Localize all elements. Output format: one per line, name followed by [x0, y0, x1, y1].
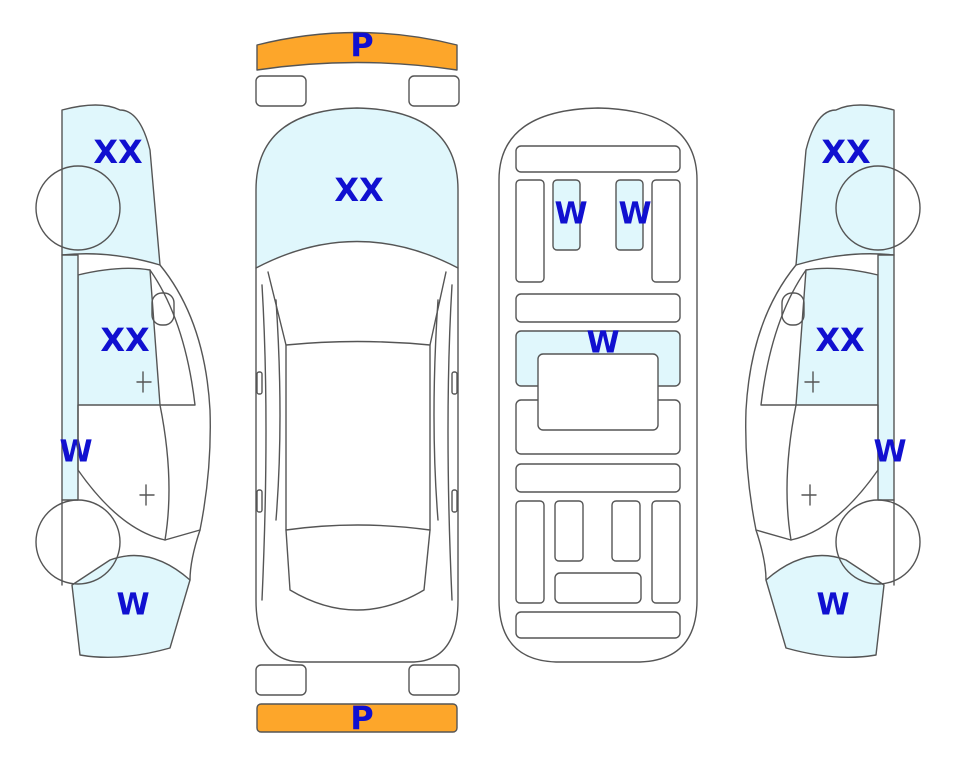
left-front-door-label: XX [100, 321, 150, 359]
right-rear-handle [451, 489, 458, 513]
trunk-top-bar [515, 145, 681, 173]
rear-right-pad [408, 664, 460, 696]
trunk-bottom-inner-right [611, 500, 641, 562]
top-view: P XX P [255, 26, 460, 737]
left-front-handle [136, 371, 152, 393]
trunk-right-lamp-shape[interactable] [615, 179, 644, 251]
trunk-bottom-small-bar [554, 572, 642, 604]
right-rear-window [786, 404, 797, 541]
left-front-door-shape[interactable] [77, 267, 161, 406]
left-door-line [275, 299, 281, 521]
trunk-center-label: W [586, 326, 619, 361]
left-rear-wheel [35, 499, 121, 585]
left-mirror [256, 371, 263, 395]
right-front-door-label: XX [815, 321, 865, 359]
right-rear-quarter-label: W [816, 588, 849, 623]
rear-left-pad [255, 664, 307, 696]
trunk-outline [498, 107, 698, 663]
front-left-pad [255, 75, 307, 107]
trunk-center-box [537, 353, 659, 431]
right-body-outline [745, 264, 797, 581]
right-rear-handle [801, 484, 817, 506]
right-rear-quarter-shape[interactable] [765, 554, 885, 659]
front-right-pad [408, 75, 460, 107]
right-front-fender-label: XX [821, 133, 871, 171]
right-side-view: XX XX W W [745, 104, 921, 659]
trunk-left-lamp-label: W [554, 197, 587, 232]
right-rear-wheel [835, 499, 921, 585]
left-door-bottom [77, 404, 201, 541]
left-window-line [149, 269, 196, 406]
right-door-bottom [755, 404, 879, 541]
front-bumper-label: P [350, 26, 373, 64]
left-front-wheel [35, 165, 121, 251]
left-front-fender-shape[interactable] [61, 104, 161, 266]
right-side-line [447, 284, 453, 601]
trunk-bottom-right-col [651, 500, 681, 604]
rear-window [285, 529, 431, 611]
rear-bumper-label: P [350, 699, 373, 737]
trunk-view: W W W [498, 107, 698, 663]
trunk-right-lamp-label: W [618, 197, 651, 232]
right-front-door-shape[interactable] [795, 267, 879, 406]
right-front-wheel [835, 165, 921, 251]
left-rear-handle [139, 484, 155, 506]
left-side-mirror [151, 292, 175, 326]
left-side-view: XX XX W W [35, 104, 211, 659]
right-mirror [451, 371, 458, 395]
left-body-outline [159, 264, 211, 581]
left-rear-quarter-label: W [116, 588, 149, 623]
right-front-handle [804, 371, 820, 393]
front-bumper-shape[interactable] [256, 31, 458, 71]
rear-bumper-shape[interactable] [256, 703, 458, 733]
trunk-left-column [515, 179, 545, 283]
trunk-mid-bar [515, 293, 681, 323]
trunk-bottom-left-col [515, 500, 545, 604]
top-body-outline [255, 267, 459, 663]
right-door-line [433, 299, 439, 521]
hood-label: XX [334, 171, 384, 209]
right-side-mirror [781, 292, 805, 326]
windshield [267, 271, 447, 346]
trunk-bottom-bar [515, 611, 681, 639]
roof [285, 344, 431, 531]
trunk-left-lamp-shape[interactable] [552, 179, 581, 251]
trunk-bar-3 [515, 463, 681, 493]
left-front-fender-label: XX [93, 133, 143, 171]
right-rear-door-label: W [873, 435, 906, 470]
trunk-right-column [651, 179, 681, 283]
left-rear-handle [256, 489, 263, 513]
right-window-line [760, 269, 807, 406]
hood-shape[interactable] [255, 107, 459, 269]
right-front-fender-shape[interactable] [795, 104, 895, 266]
trunk-bottom-inner-left [554, 500, 584, 562]
left-side-line [261, 284, 267, 601]
left-rear-door-label: W [59, 435, 92, 470]
left-rear-window [159, 404, 170, 541]
left-rear-quarter-shape[interactable] [71, 554, 191, 659]
